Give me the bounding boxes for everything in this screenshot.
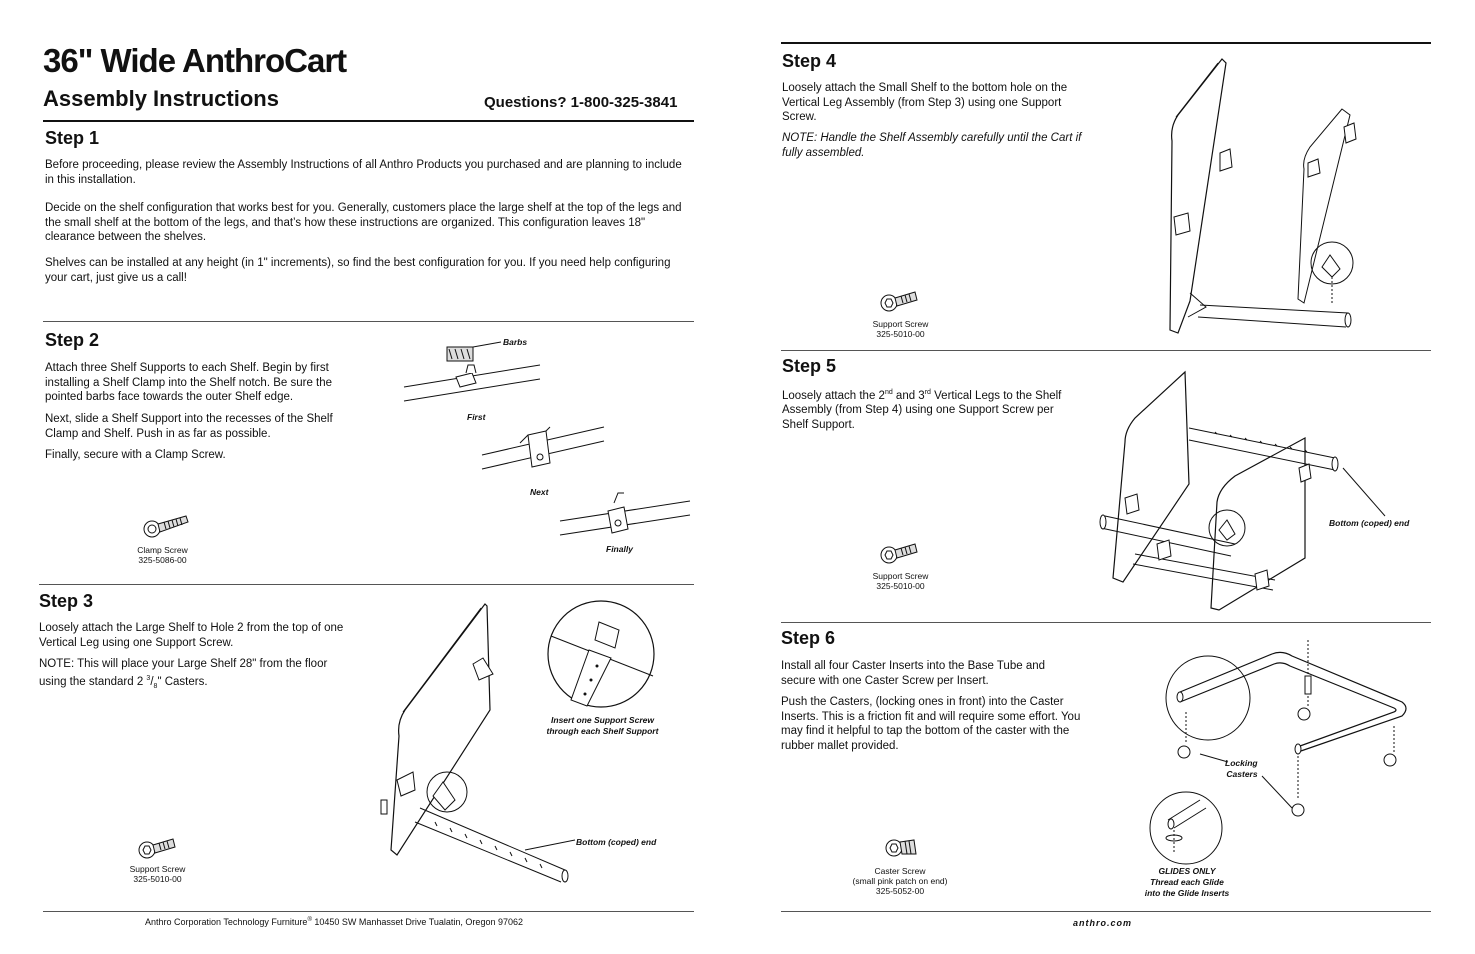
label-barbs: Barbs <box>503 337 528 347</box>
step2-paragraph-2: Next, slide a Shelf Support into the rec… <box>45 413 333 440</box>
screw-icon <box>135 833 185 863</box>
step1-heading: Step 1 <box>45 128 100 148</box>
step1-paragraph-3: Shelves can be installed at any height (… <box>45 257 671 284</box>
step4-paragraph-1: Loosely attach the Small Shelf to the bo… <box>782 82 1068 123</box>
footer-divider <box>781 911 1431 912</box>
footer-address: Anthro Corporation Technology Furniture®… <box>145 917 523 927</box>
screw-note: (small pink patch on end) <box>852 876 948 886</box>
step2-heading: Step 2 <box>45 330 100 350</box>
screw-name: Clamp Screw <box>137 545 188 555</box>
glides-instruction-2: into the Glide Inserts <box>1144 888 1230 898</box>
footer-divider <box>43 911 694 912</box>
glides-only: GLIDES ONLY <box>1158 866 1216 876</box>
screw-part-number: 325-5010-00 <box>876 581 925 591</box>
shelf-clamp-icon <box>400 335 700 555</box>
page-title: 36" Wide AnthroCart <box>43 42 347 79</box>
screw-icon <box>877 542 927 572</box>
step6-paragraph-1: Install all four Caster Inserts into the… <box>781 660 1046 687</box>
callout-line-1: Insert one Support Screw <box>551 715 654 725</box>
step4-heading: Step 4 <box>782 51 837 71</box>
step1-paragraph-2: Decide on the shelf configuration that w… <box>45 202 682 243</box>
caster-icon <box>1178 712 1190 758</box>
label-locking: Locking <box>1225 758 1258 768</box>
screw-name: Support Screw <box>872 319 929 329</box>
screw-part-number: 325-5086-00 <box>138 555 187 565</box>
caster-icon <box>1384 726 1396 766</box>
label-casters: Casters <box>1226 769 1258 779</box>
screw-icon <box>877 290 927 320</box>
divider <box>781 350 1431 351</box>
screw-part-number: 325-5052-00 <box>875 886 925 896</box>
label-bottom-coped-end: Bottom (coped) end <box>1329 518 1410 528</box>
divider <box>781 42 1431 44</box>
caster-icon <box>1292 756 1304 816</box>
screw-name: Support Screw <box>872 571 929 581</box>
divider <box>43 120 694 122</box>
screw-name: Caster Screw <box>874 866 926 876</box>
screw-name: Support Screw <box>129 864 186 874</box>
step4-note: NOTE: Handle the Shelf Assembly carefull… <box>782 132 1082 159</box>
callout-line-2: through each Shelf Support <box>546 726 659 736</box>
step6-paragraph-2: Push the Casters, (locking ones in front… <box>781 696 1081 752</box>
step5-paragraph-1: Loosely attach the 2nd and 3rd Vertical … <box>782 389 1062 431</box>
caster-icon <box>1298 640 1311 720</box>
glides-instruction-1: Thread each Glide <box>1150 877 1224 887</box>
step6-heading: Step 6 <box>781 628 836 648</box>
step5-heading: Step 5 <box>782 356 837 376</box>
step3-paragraph-2: NOTE: This will place your Large Shelf 2… <box>39 658 328 690</box>
screw-part-number: 325-5010-00 <box>876 329 925 339</box>
label-next: Next <box>530 487 549 497</box>
shelf-icon <box>1160 55 1360 335</box>
divider <box>781 622 1431 623</box>
screw-icon <box>882 835 922 865</box>
label-first: First <box>467 412 486 422</box>
questions-phone: Questions? 1-800-325-3841 <box>484 94 678 111</box>
footer-website[interactable]: anthro.com <box>1073 918 1133 928</box>
shelf-icon <box>1095 368 1355 613</box>
shelf-icon <box>375 600 675 885</box>
base-tube-icon <box>1140 636 1420 876</box>
divider <box>43 321 694 322</box>
step3-paragraph-1: Loosely attach the Large Shelf to Hole 2… <box>39 622 344 649</box>
step2-paragraph-3: Finally, secure with a Clamp Screw. <box>45 449 226 461</box>
step2-paragraph-1: Attach three Shelf Supports to each Shel… <box>45 362 333 403</box>
step1-paragraph-1: Before proceeding, please review the Ass… <box>45 159 682 186</box>
label-bottom-coped-end: Bottom (coped) end <box>576 837 657 847</box>
divider <box>39 584 694 585</box>
screw-part-number: 325-5010-00 <box>133 874 182 884</box>
label-finally: Finally <box>606 544 633 554</box>
screw-icon <box>140 512 190 542</box>
page-subtitle: Assembly Instructions <box>43 86 279 111</box>
step3-heading: Step 3 <box>39 591 94 611</box>
